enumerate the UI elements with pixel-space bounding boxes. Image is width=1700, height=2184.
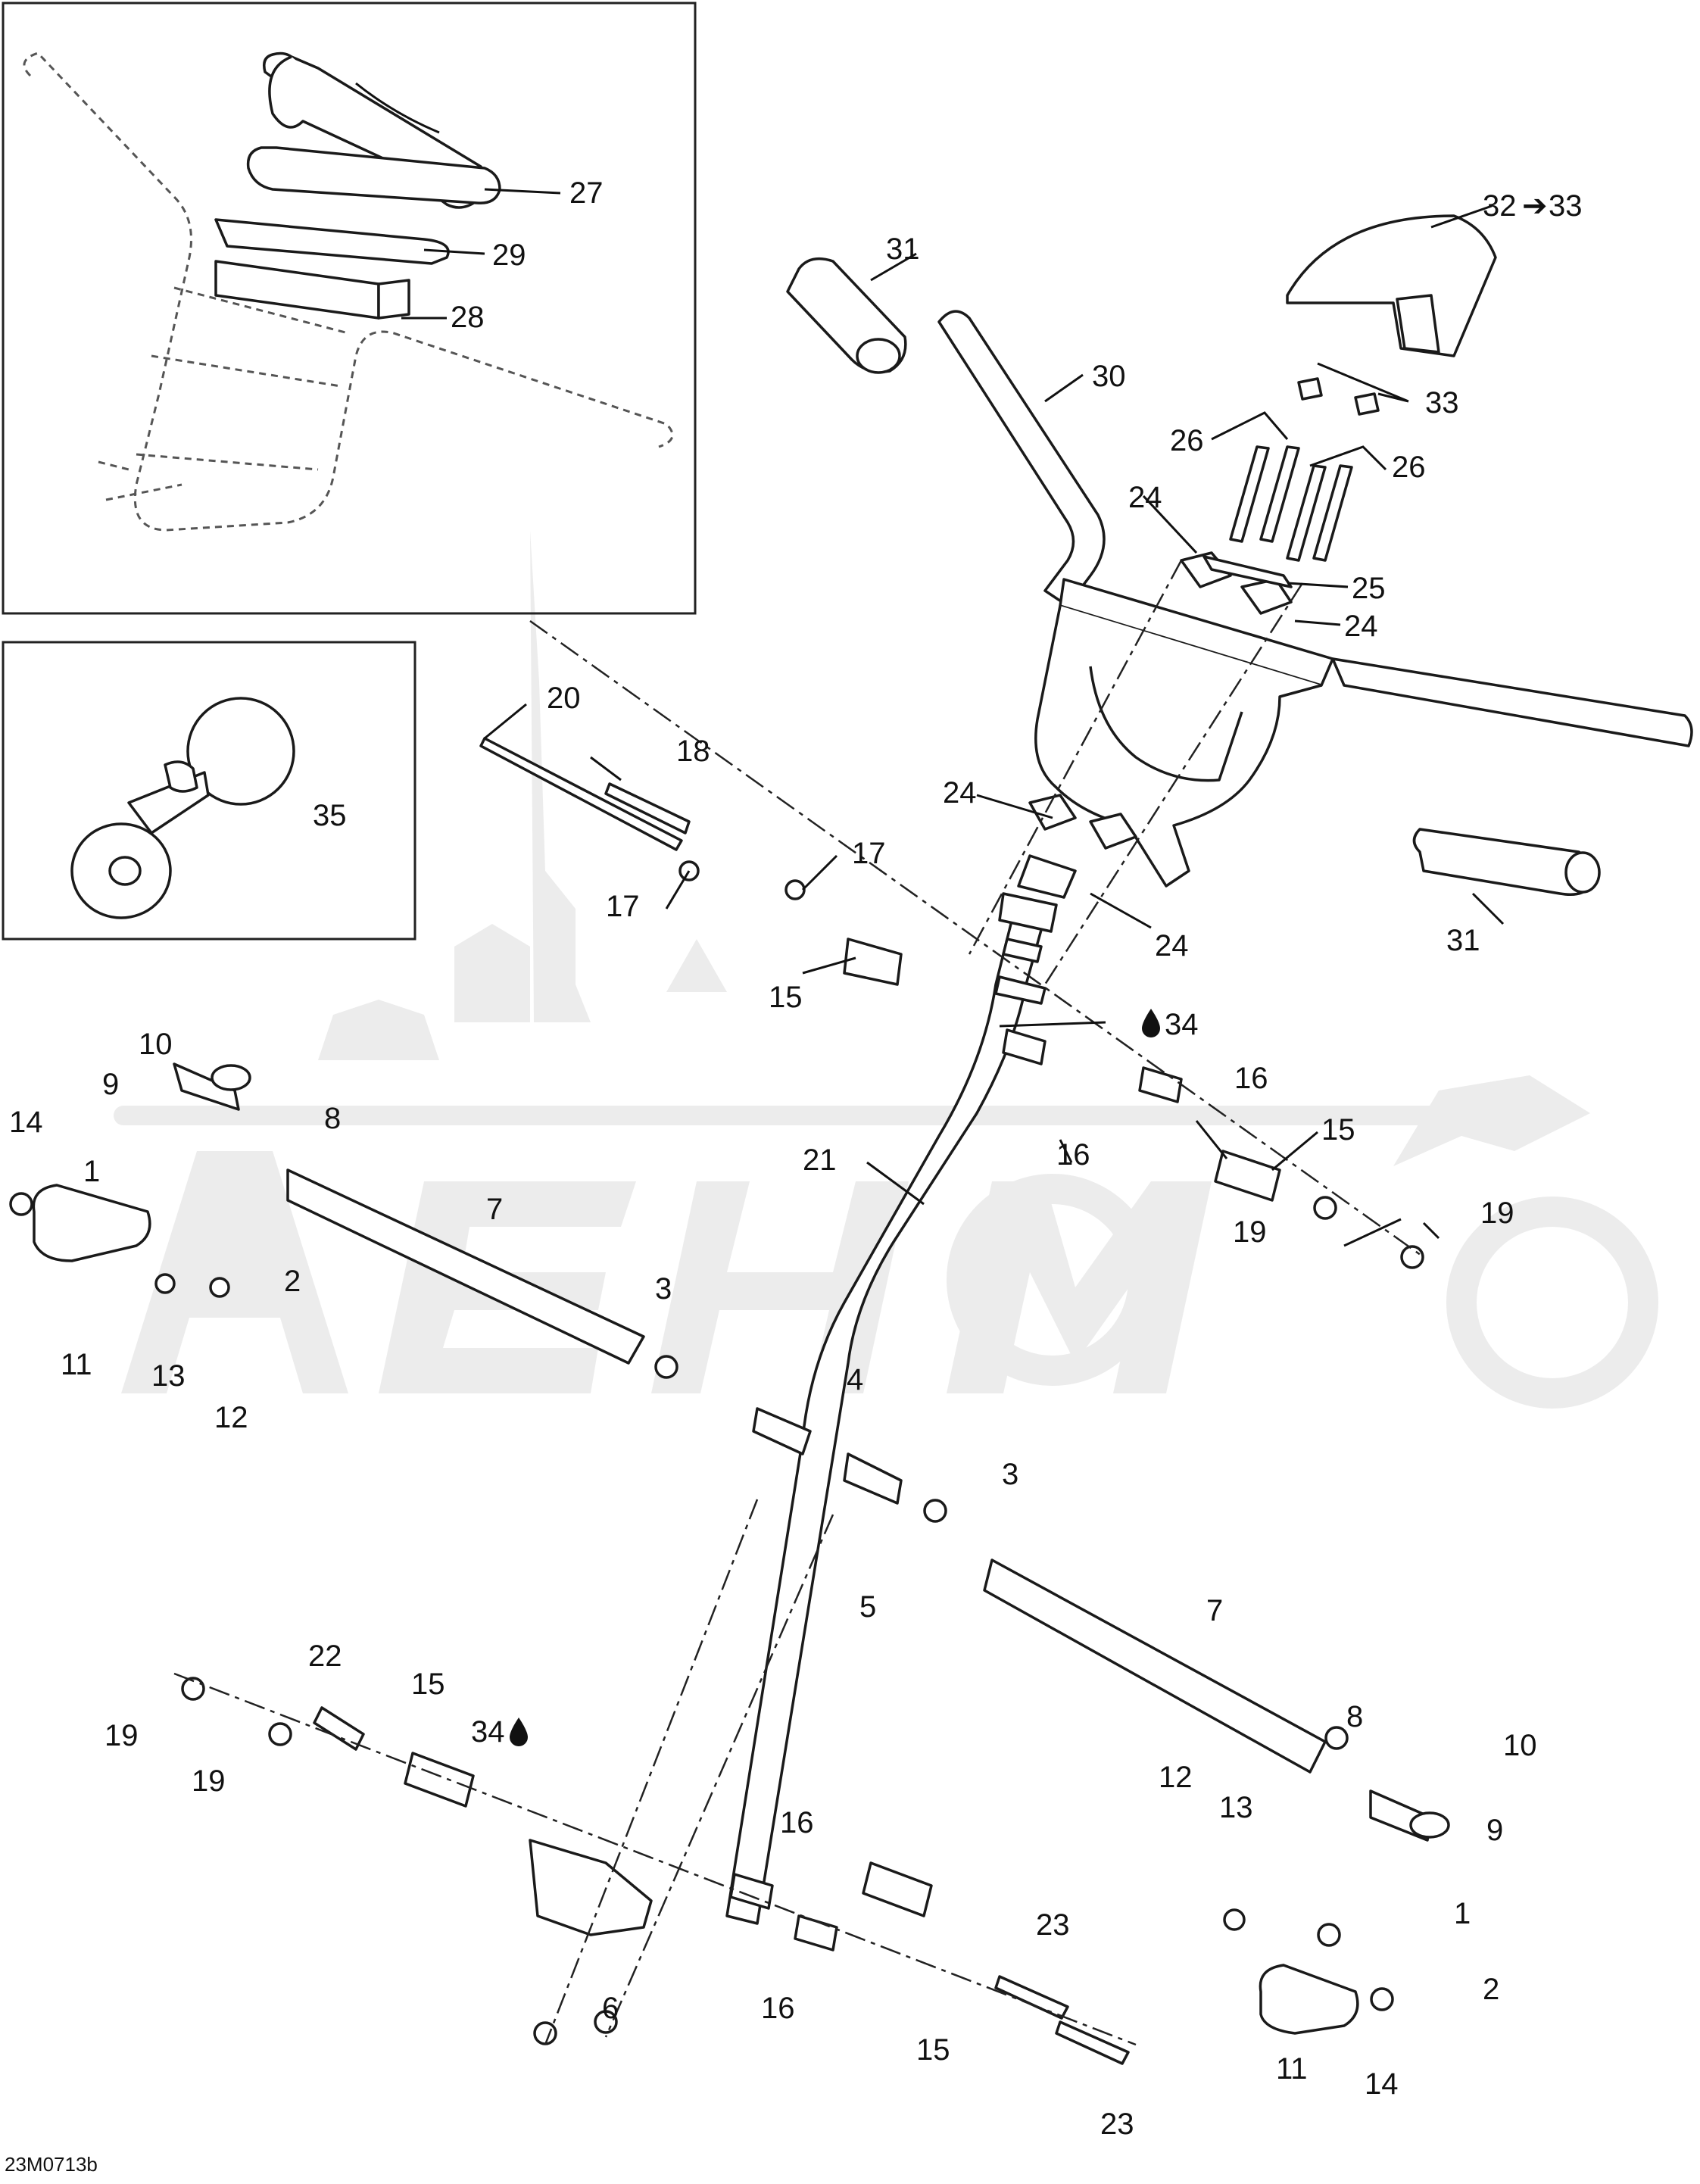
callout-16b: 16 [1056,1138,1090,1172]
callout-17a: 17 [852,837,886,870]
handlebar-clamps [1028,551,1293,850]
callout-18: 18 [676,735,710,768]
handlebar-hood [1286,214,1497,357]
callout-13b: 13 [1219,1791,1253,1824]
callout-10a: 10 [139,1028,173,1061]
svg-text:32: 32 [1483,189,1517,223]
callout-14b: 14 [1365,2067,1399,2101]
callout-24d: 24 [1155,929,1189,963]
callout-19d: 19 [192,1764,226,1798]
callout-35: 35 [313,799,347,832]
inset-horn [2,641,416,941]
steering-arms [32,1184,1359,2035]
svg-text:33: 33 [1549,189,1583,223]
callout-2b: 2 [1483,1973,1499,2006]
callout-23a: 23 [1036,1908,1070,1942]
callout-5: 5 [859,1590,876,1624]
bolts-and-axes [173,560,1424,2065]
callout-19a: 19 [1480,1197,1514,1230]
callout-34b: 34 [471,1715,528,1749]
callout-3a: 3 [655,1272,672,1306]
callout-3b: 3 [1002,1458,1018,1491]
callout-29: 29 [492,239,526,272]
callout-7b: 7 [1206,1594,1223,1627]
callout-24a: 24 [1128,481,1162,514]
callout-20: 20 [547,682,581,715]
callout-19c: 19 [104,1719,139,1752]
callout-1b: 1 [1454,1897,1471,1930]
callout-7a: 7 [486,1193,503,1226]
callout-23b: 23 [1100,2108,1134,2141]
oil-drop-icon [1142,1009,1160,1037]
crossbar-pad [214,260,410,320]
svg-text:34: 34 [471,1715,505,1749]
callout-24c: 24 [943,776,977,810]
callout-32-33: 32 ➔ 33 [1483,189,1583,223]
callout-15b: 15 [1321,1113,1355,1147]
callout-9b: 9 [1486,1814,1503,1847]
steering-column [529,854,1077,1936]
handlebar-bolts [1229,445,1353,562]
callout-21: 21 [803,1143,837,1177]
callout-10b: 10 [1503,1729,1537,1762]
callout-27: 27 [569,176,604,210]
callout-26a: 26 [1170,424,1204,457]
callout-26b: 26 [1392,451,1426,484]
callout-2a: 2 [284,1265,301,1298]
right-arrow-icon: ➔ [1522,189,1548,223]
horn [70,697,295,919]
callout-4: 4 [847,1363,863,1396]
grips [786,257,1601,896]
callout-25: 25 [1352,572,1386,605]
callout-16c: 16 [780,1806,814,1839]
callout-17b: 17 [606,890,640,923]
callout-14a: 14 [9,1106,43,1139]
tie-rods [286,1168,1327,1774]
hood-nuts [1297,377,1380,416]
callout-15d: 15 [916,2033,950,2067]
callout-8a: 8 [324,1102,341,1135]
callouts: 27 29 28 35 31 30 32 ➔ 33 33 26 26 24 25… [9,176,1583,2141]
callout-31a: 31 [886,232,920,266]
leader-lines [401,188,1505,1247]
callout-16a: 16 [1234,1062,1268,1095]
callout-24b: 24 [1344,610,1378,643]
bushings [404,938,1281,1952]
handlebar-pad-foam [246,146,501,204]
oil-drop-icon [510,1718,528,1746]
small-hardware [9,860,1450,2045]
callout-12b: 12 [1159,1761,1193,1794]
callout-15a: 15 [769,981,803,1014]
callout-8b: 8 [1346,1700,1363,1733]
callout-13a: 13 [151,1359,186,1393]
svg-text:34: 34 [1165,1008,1199,1041]
handlebar-pad-core [214,218,450,265]
inset-handlebar-pads [2,2,697,615]
inset-ghost-handlebar [23,51,674,532]
callout-12a: 12 [214,1401,248,1434]
callout-30: 30 [1092,360,1126,393]
callout-33: 33 [1425,386,1459,420]
handlebar [937,310,1693,888]
callout-28: 28 [451,301,485,334]
callout-15c: 15 [411,1668,445,1701]
callout-1a: 1 [83,1155,100,1188]
callout-9a: 9 [102,1068,119,1101]
callout-22: 22 [308,1640,342,1673]
drawing-code: 23M0713b [5,2153,98,2176]
callout-6: 6 [602,1992,619,2025]
callout-19b: 19 [1233,1215,1267,1249]
callout-31b: 31 [1446,924,1480,957]
callout-11b: 11 [1276,2052,1308,2086]
callout-11a: 11 [61,1348,92,1381]
callout-16d: 16 [761,1992,795,2025]
callout-34a: 34 [1142,1008,1199,1041]
